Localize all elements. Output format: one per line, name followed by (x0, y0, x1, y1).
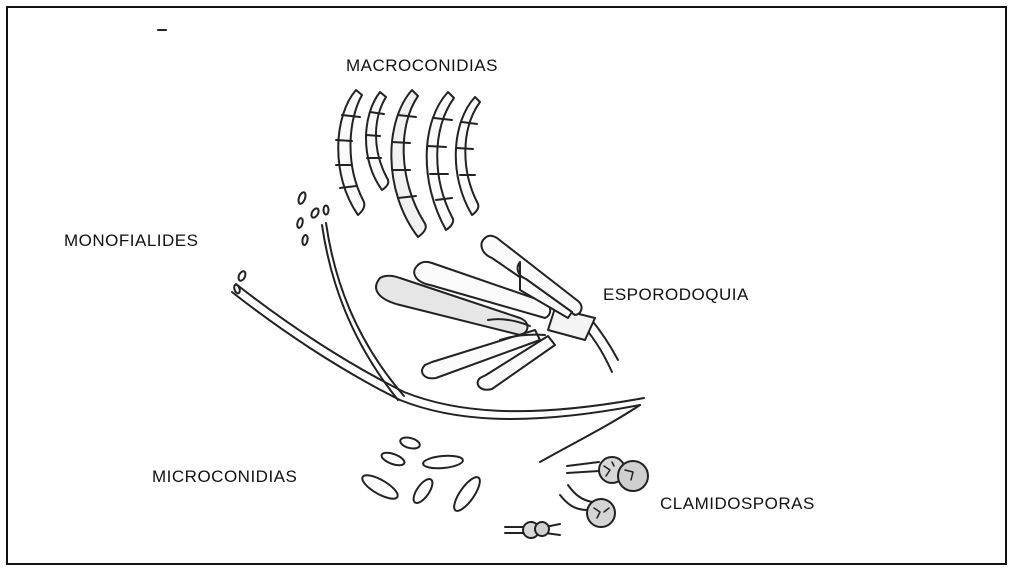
microconidium (359, 471, 401, 503)
macroconidium (456, 97, 480, 215)
phialoconidium (237, 270, 247, 282)
chlamydospore (535, 522, 549, 536)
chlamydospore-group (505, 457, 648, 538)
macroconidium (366, 92, 388, 190)
macroconidium (391, 90, 425, 237)
sporodochium-group (376, 236, 618, 390)
phialide (326, 223, 404, 396)
phialoconidium (297, 191, 307, 204)
microconidium (423, 454, 464, 469)
hypha (567, 462, 599, 473)
phialoconidium (324, 206, 329, 215)
label-clamidosporas: CLAMIDOSPORAS (660, 495, 815, 512)
microconidium (410, 476, 436, 506)
macroconidium (336, 90, 364, 215)
microconidia-group (359, 436, 484, 515)
macroconidia-group (336, 90, 480, 237)
label-macroconidias: MACROCONIDIAS (346, 57, 498, 74)
phialoconidium (302, 235, 309, 246)
phialoconidium (310, 207, 320, 219)
label-monofialides: MONOFIALIDES (64, 232, 198, 249)
microconidium (380, 450, 406, 468)
label-esporodoquia: ESPORODOQUIA (603, 286, 749, 303)
microconidium (450, 474, 484, 515)
macroconidium (427, 92, 454, 230)
label-microconidias: MICROCONIDIAS (152, 468, 297, 485)
hypha (568, 485, 592, 502)
chlamydospore (587, 499, 615, 527)
microconidium (399, 436, 421, 451)
phialoconidium (296, 218, 303, 229)
chlamydospore (618, 461, 648, 491)
hypha (560, 495, 588, 510)
